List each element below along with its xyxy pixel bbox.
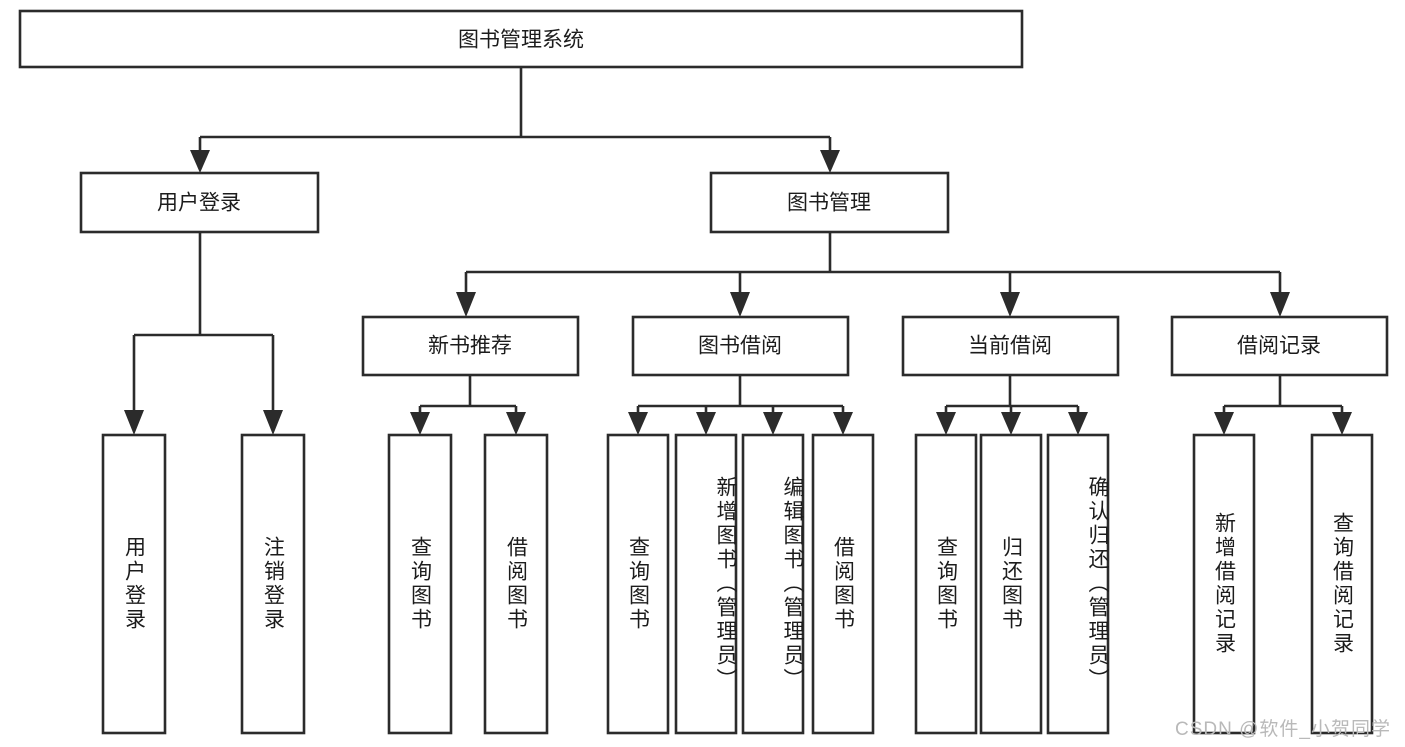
leaf-confirm-return-box[interactable] bbox=[1046, 433, 1110, 735]
arrow-leaf-return-book bbox=[1001, 412, 1021, 435]
leaf-query-book-3-box[interactable] bbox=[914, 433, 978, 735]
connector-borrow-record-to-leaves bbox=[1214, 375, 1352, 435]
node-user-login-box[interactable] bbox=[79, 171, 320, 234]
node-borrow-record-label: 借阅记录 bbox=[1237, 335, 1321, 358]
arrow-current-borrow bbox=[1000, 292, 1020, 317]
node-book-management-box[interactable] bbox=[709, 171, 950, 234]
leaf-query-book-1-box[interactable] bbox=[387, 433, 453, 735]
node-book-management-label: 图书管理 bbox=[787, 192, 871, 215]
node-new-book-recommend-label: 新书推荐 bbox=[428, 335, 512, 358]
leaf-borrow-book-2-box[interactable] bbox=[811, 433, 875, 735]
connector-book-management-to-level3 bbox=[456, 232, 1290, 317]
node-new-book-recommend[interactable]: 新书推荐 bbox=[361, 315, 580, 377]
node-borrow-record-box[interactable] bbox=[1170, 315, 1389, 377]
arrow-book-management bbox=[820, 150, 840, 173]
node-book-borrow-box[interactable] bbox=[631, 315, 850, 377]
connector-current-borrow-to-leaves bbox=[936, 375, 1088, 435]
node-user-login-label: 用户登录 bbox=[157, 192, 241, 215]
node-root[interactable]: 图书管理系统 bbox=[18, 9, 1024, 69]
arrow-leaf-edit-book bbox=[763, 412, 783, 435]
node-root-label: 图书管理系统 bbox=[458, 29, 584, 52]
leaf-logout-box[interactable] bbox=[240, 433, 306, 735]
connector-root-to-level2 bbox=[190, 67, 840, 173]
connector-new-book-to-leaves bbox=[410, 375, 526, 435]
arrow-leaf-logout bbox=[263, 410, 283, 435]
leaf-return-book-box[interactable] bbox=[979, 433, 1043, 735]
node-current-borrow-label: 当前借阅 bbox=[968, 335, 1052, 358]
arrow-leaf-add-book bbox=[696, 412, 716, 435]
leaf-edit-book-box[interactable] bbox=[741, 433, 805, 735]
leaf-add-record-box[interactable] bbox=[1192, 433, 1256, 735]
node-book-borrow-label: 图书借阅 bbox=[698, 335, 782, 358]
arrow-leaf-query-record bbox=[1332, 412, 1352, 435]
arrow-user-login bbox=[190, 150, 210, 173]
node-book-management[interactable]: 图书管理 bbox=[709, 171, 950, 234]
watermark: CSDN @软件_小贺同学 bbox=[1175, 719, 1391, 740]
node-borrow-record[interactable]: 借阅记录 bbox=[1170, 315, 1389, 377]
node-root-box[interactable] bbox=[18, 9, 1024, 69]
arrow-book-borrow bbox=[730, 292, 750, 317]
node-new-book-recommend-box[interactable] bbox=[361, 315, 580, 377]
leaf-boxes bbox=[101, 433, 1374, 735]
leaf-user-login-box[interactable] bbox=[101, 433, 167, 735]
leaf-query-record-box[interactable] bbox=[1310, 433, 1374, 735]
arrow-leaf-query-book-1 bbox=[410, 412, 430, 435]
node-current-borrow-box[interactable] bbox=[901, 315, 1120, 377]
arrow-borrow-record bbox=[1270, 292, 1290, 317]
arrow-new-book-recommend bbox=[456, 292, 476, 317]
arrow-leaf-query-book-2 bbox=[628, 412, 648, 435]
connector-user-login-to-leaves bbox=[124, 232, 283, 435]
arrow-leaf-add-record bbox=[1214, 412, 1234, 435]
leaf-borrow-book-1-box[interactable] bbox=[483, 433, 549, 735]
arrow-leaf-query-book-3 bbox=[936, 412, 956, 435]
arrow-leaf-confirm-return bbox=[1068, 412, 1088, 435]
node-user-login[interactable]: 用户登录 bbox=[79, 171, 320, 234]
leaf-query-book-2-box[interactable] bbox=[606, 433, 670, 735]
arrow-leaf-user-login bbox=[124, 410, 144, 435]
node-current-borrow[interactable]: 当前借阅 bbox=[901, 315, 1120, 377]
connector-book-borrow-to-leaves bbox=[628, 375, 853, 435]
arrow-leaf-borrow-book-1 bbox=[506, 412, 526, 435]
leaf-add-book-box[interactable] bbox=[674, 433, 738, 735]
node-book-borrow[interactable]: 图书借阅 bbox=[631, 315, 850, 377]
arrow-leaf-borrow-book-2 bbox=[833, 412, 853, 435]
